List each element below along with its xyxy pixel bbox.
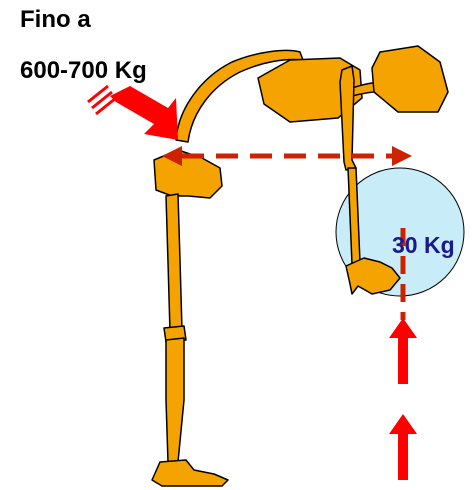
load-label: 30 Kg bbox=[392, 232, 455, 258]
femur bbox=[166, 194, 182, 332]
upward-force-arrows bbox=[389, 318, 417, 480]
upward-arrow-upper bbox=[389, 318, 417, 384]
foot bbox=[152, 460, 228, 486]
skull bbox=[372, 46, 448, 112]
compression-force-arrow bbox=[88, 86, 178, 140]
tibia bbox=[166, 338, 184, 462]
force-label-line2: 600-700 Kg bbox=[20, 57, 147, 84]
lever-arrowhead-right bbox=[392, 146, 412, 166]
force-label-line1: Fino a bbox=[20, 6, 91, 33]
upward-arrow-lower bbox=[389, 414, 417, 480]
